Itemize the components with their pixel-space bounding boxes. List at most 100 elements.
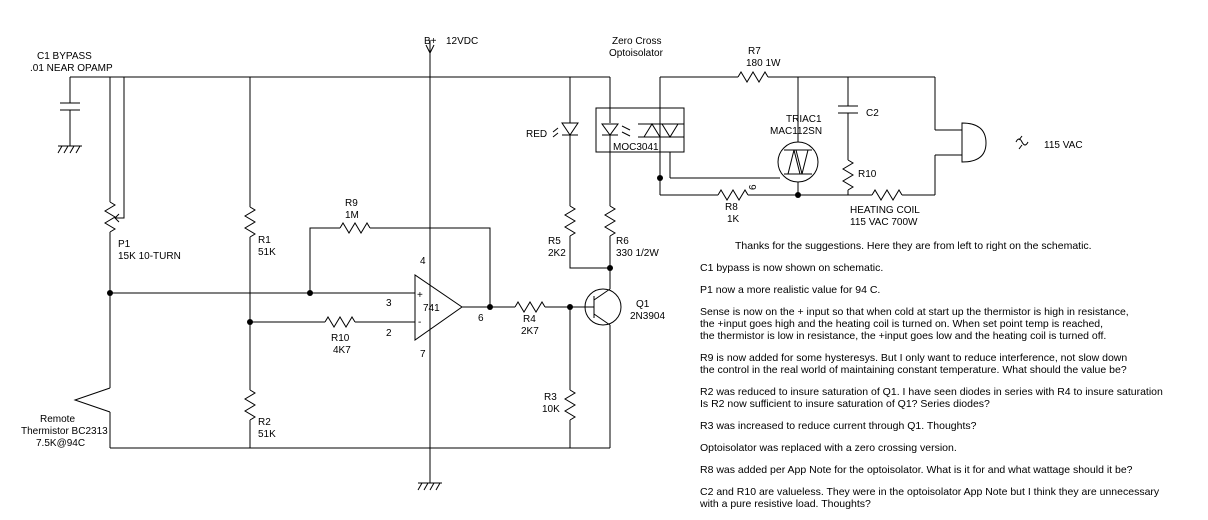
label-r6: R6 — [616, 236, 629, 247]
label-p1: P1 — [118, 239, 131, 250]
label-p1-value: 15K 10-TURN — [118, 251, 181, 262]
wire-r5-r6 — [569, 236, 610, 269]
note-line: R2 was reduced to insure saturation of Q… — [700, 386, 1163, 398]
label-r8-value: 1K — [727, 214, 740, 225]
wire-r9-left — [309, 227, 340, 293]
ac-source-icon — [1015, 138, 1029, 146]
label-bplus: B+ — [424, 36, 437, 47]
p1-wiper — [115, 77, 125, 219]
triac-diode-b — [795, 149, 809, 175]
label-r4-value: 2K7 — [521, 326, 539, 337]
plug-icon — [961, 122, 987, 163]
note-line: the thermistor is low in resistance, the… — [700, 330, 1107, 342]
r4-resistor — [514, 301, 546, 313]
note-line: Sense is now on the + input so that when… — [700, 306, 1129, 318]
label-r9: R9 — [345, 198, 358, 209]
thermistor-symbol — [73, 387, 111, 413]
r5-resistor — [564, 205, 576, 237]
notes-list: C1 bypass is now shown on schematic. P1 n… — [700, 262, 1205, 510]
notes-intro: Thanks for the suggestions. Here they ar… — [735, 240, 1092, 252]
label-opamp-minus: - — [418, 317, 421, 328]
opamp-741 — [414, 274, 463, 341]
label-remote: Remote — [40, 414, 75, 425]
label-moc3041: MOC3041 — [613, 142, 659, 153]
label-r6-value: 330 1/2W — [616, 248, 659, 259]
label-r2-value: 51K — [258, 429, 276, 440]
q1-collector — [593, 288, 611, 301]
r10-snubber-resistor — [842, 159, 854, 191]
label-r8: R8 — [725, 202, 738, 213]
label-r5: R5 — [548, 236, 561, 247]
ac-source-tick-bottom — [1018, 144, 1023, 150]
label-triac-pin: 6 — [748, 184, 759, 190]
label-115vac: 115 VAC — [1044, 140, 1083, 151]
r3-resistor — [564, 389, 576, 421]
label-r3: R3 — [544, 392, 557, 403]
note-line: R3 was increased to reduce current throu… — [700, 420, 977, 432]
label-r9-value: 1M — [345, 210, 359, 221]
label-r3-value: 10K — [542, 404, 560, 415]
label-thermistor: Thermistor BC2313 — [21, 426, 108, 437]
label-r7: R7 — [748, 46, 761, 57]
optoisolator-led-icon — [601, 123, 631, 137]
label-optoisolator: Optoisolator — [609, 48, 664, 59]
label-r10-value: 4K7 — [333, 345, 351, 356]
note-line: with a pure resistive load. Thoughts? — [700, 498, 871, 510]
label-r5-value: 2K2 — [548, 248, 566, 259]
note-line: the control in the real world of maintai… — [700, 364, 1127, 376]
note-line: the +input goes high and the heating coi… — [700, 318, 1104, 330]
note-paragraph: Sense is now on the + input so that when… — [700, 306, 1205, 342]
note-paragraph: P1 now a more realistic value for 94 C. — [700, 284, 1205, 296]
schematic-notes: Thanks for the suggestions. Here they ar… — [700, 240, 1205, 520]
label-q1: Q1 — [636, 299, 650, 310]
label-triac-part: MAC112SN — [770, 126, 822, 137]
r7-resistor — [737, 71, 769, 83]
r8-resistor — [717, 189, 749, 201]
label-r4: R4 — [523, 314, 536, 325]
label-opamp: 741 — [423, 303, 440, 314]
label-r10: R10 — [331, 333, 350, 344]
heating-coil — [871, 189, 903, 201]
optoisolator-box — [595, 107, 685, 153]
label-r1: R1 — [258, 235, 271, 246]
label-triac: TRIAC1 — [786, 114, 822, 125]
label-zero-cross: Zero Cross — [612, 36, 661, 47]
q1-transistor — [584, 288, 622, 326]
label-heating-coil: HEATING COIL — [850, 205, 920, 216]
r9-resistor — [339, 222, 371, 234]
p1-wiper-arrow — [114, 213, 120, 223]
r2-resistor — [244, 389, 256, 421]
label-q1-part: 2N3904 — [630, 311, 665, 322]
note-paragraph: Optoisolator was replaced with a zero cr… — [700, 442, 1205, 454]
note-line: C1 bypass is now shown on schematic. — [700, 262, 884, 274]
label-pin-2: 2 — [386, 328, 392, 339]
label-opamp-out-pin: 6 — [478, 313, 484, 324]
label-pin-7: 7 — [420, 349, 426, 360]
label-c1-note: .01 NEAR OPAMP — [30, 63, 113, 74]
optoisolator-triac-icon — [638, 123, 684, 138]
label-thermistor-value: 7.5K@94C — [36, 438, 85, 449]
triac-symbol — [777, 141, 819, 183]
junction-dots — [107, 175, 801, 325]
label-pin-3: 3 — [386, 298, 392, 309]
label-c2: C2 — [866, 108, 879, 119]
note-paragraph: C1 bypass is now shown on schematic. — [700, 262, 1205, 274]
p1-resistor — [104, 201, 116, 233]
note-paragraph: C2 and R10 are valueless. They were in t… — [700, 486, 1205, 510]
label-r2: R2 — [258, 417, 271, 428]
note-paragraph: R8 was added per App Note for the optois… — [700, 464, 1205, 476]
note-line: C2 and R10 are valueless. They were in t… — [700, 486, 1160, 498]
note-line: R9 is now added for some hysteresys. But… — [700, 352, 1128, 364]
label-heating-value: 115 VAC 700W — [850, 217, 918, 228]
label-vdc: 12VDC — [446, 36, 478, 47]
label-r7-value: 180 1W — [746, 58, 781, 69]
label-pin-4: 4 — [420, 256, 426, 267]
note-paragraph: R3 was increased to reduce current throu… — [700, 420, 1205, 432]
ac-source-tick-top — [1018, 135, 1023, 141]
note-line: Optoisolator was replaced with a zero cr… — [700, 442, 957, 454]
led-red-icon — [552, 122, 579, 138]
r10-resistor — [324, 316, 356, 328]
r1-resistor — [244, 206, 256, 238]
note-line: R8 was added per App Note for the optois… — [700, 464, 1133, 476]
